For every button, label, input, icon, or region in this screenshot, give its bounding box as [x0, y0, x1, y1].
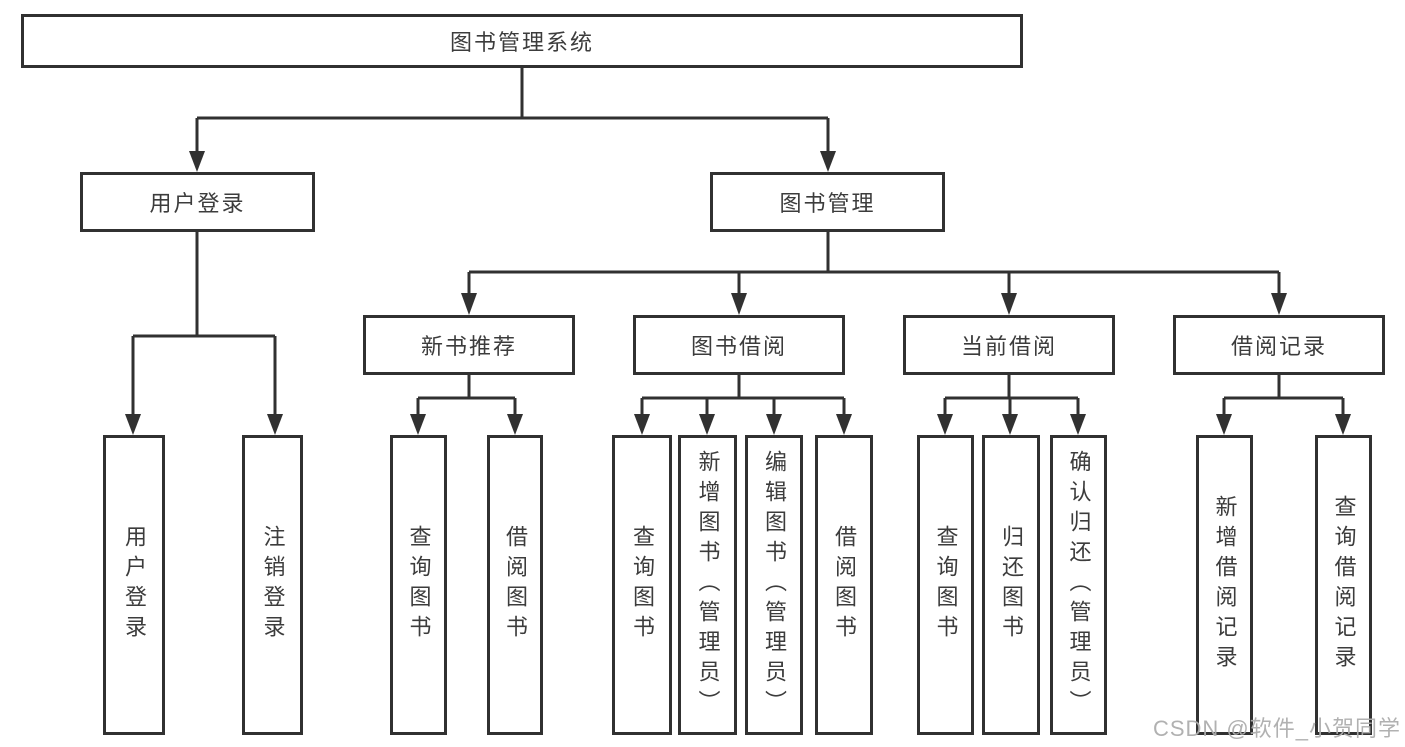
node-new-book-recommend-label: 新书推荐	[420, 334, 517, 359]
leaf-borrow-books: 借阅图书	[815, 435, 873, 735]
arrowheads	[125, 151, 1351, 435]
leaf-query-books-borrowing: 查询图书	[612, 435, 672, 735]
leaf-confirm-return-admin: 确认归还（管理员）	[1050, 435, 1107, 735]
node-book-management-label: 图书管理	[779, 191, 876, 216]
csdn-watermark: CSDN @软件_小贺同学	[1152, 716, 1401, 741]
node-book-borrowing: 图书借阅	[633, 315, 845, 375]
leaf-logout-label: 注销登录	[260, 525, 286, 645]
leaf-borrow-books-recommend: 借阅图书	[487, 435, 543, 735]
leaf-borrow-books-label: 借阅图书	[832, 525, 857, 645]
leaf-edit-books-admin-label: 编辑图书（管理员）	[762, 450, 787, 720]
leaf-query-books-current: 查询图书	[917, 435, 974, 735]
leaf-return-books: 归还图书	[982, 435, 1040, 735]
leaf-user-login-label: 用户登录	[122, 525, 147, 645]
leaf-query-borrow-record: 查询借阅记录	[1315, 435, 1372, 735]
leaf-query-books-recommend-label: 查询图书	[406, 525, 432, 645]
leaf-query-books-borrowing-label: 查询图书	[630, 525, 655, 645]
leaf-add-books-admin-label: 新增图书（管理员）	[695, 450, 721, 720]
leaf-add-books-admin: 新增图书（管理员）	[678, 435, 737, 735]
node-book-borrowing-label: 图书借阅	[690, 334, 787, 359]
node-book-management: 图书管理	[710, 172, 945, 232]
leaf-add-borrow-record: 新增借阅记录	[1196, 435, 1253, 735]
leaf-query-borrow-record-label: 查询借阅记录	[1331, 495, 1357, 675]
node-library-system-label: 图书管理系统	[449, 30, 594, 55]
node-current-borrowing-label: 当前借阅	[960, 334, 1057, 359]
node-user-login-label: 用户登录	[149, 191, 246, 216]
leaf-edit-books-admin: 编辑图书（管理员）	[745, 435, 803, 735]
leaf-return-books-label: 归还图书	[999, 525, 1024, 645]
node-current-borrowing: 当前借阅	[903, 315, 1115, 375]
leaf-logout: 注销登录	[242, 435, 303, 735]
connector-paths	[131, 68, 1345, 416]
node-borrowing-records-label: 借阅记录	[1230, 334, 1327, 359]
leaf-query-books-current-label: 查询图书	[933, 525, 959, 645]
leaf-query-books-recommend: 查询图书	[390, 435, 447, 735]
leaf-borrow-books-recommend-label: 借阅图书	[503, 525, 528, 645]
node-borrowing-records: 借阅记录	[1173, 315, 1385, 375]
leaf-confirm-return-admin-label: 确认归还（管理员）	[1066, 450, 1092, 720]
node-new-book-recommend: 新书推荐	[363, 315, 575, 375]
node-user-login: 用户登录	[80, 172, 315, 232]
node-library-system: 图书管理系统	[21, 14, 1023, 68]
leaf-add-borrow-record-label: 新增借阅记录	[1212, 495, 1238, 675]
leaf-user-login: 用户登录	[103, 435, 165, 735]
